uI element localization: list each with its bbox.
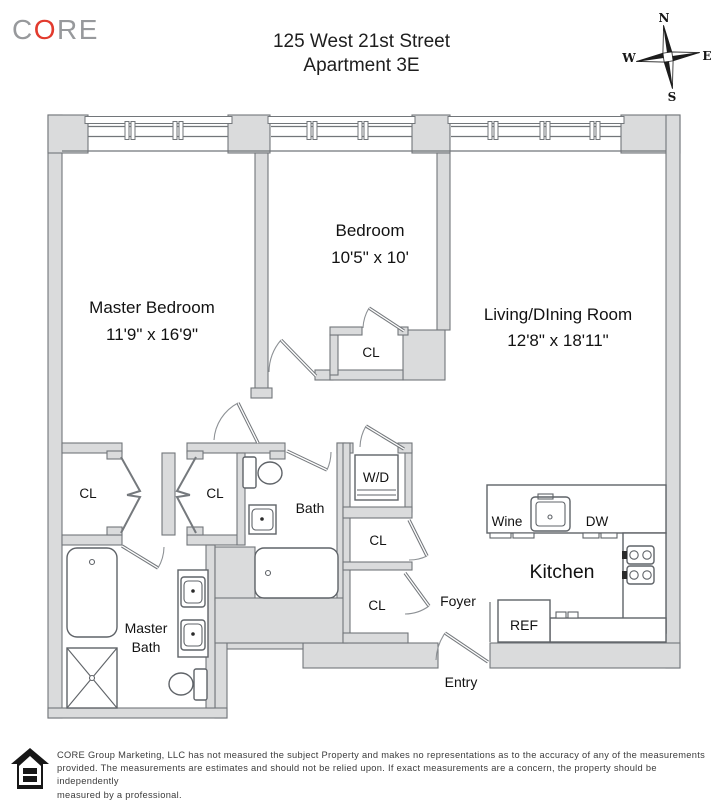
closet-label: CL (368, 598, 386, 613)
door-hall-closet-upper (407, 519, 429, 561)
sink-icon (248, 504, 277, 535)
stove-icon (622, 545, 655, 585)
master-bathtub-icon (66, 547, 118, 638)
window-mullion (487, 121, 601, 140)
compass-north-label: N (659, 11, 670, 25)
window-mullion (306, 121, 369, 140)
core-logo-letter-accent: O (33, 14, 58, 45)
room-labels: Master Bedroom 11'9" x 16'9" Bedroom 10'… (89, 221, 632, 690)
foyer-label: Foyer (440, 593, 476, 609)
appliance-labels: W/D Wine DW REF (363, 470, 609, 633)
living-dining-dims: 12'8" x 18'11" (507, 331, 608, 350)
closet-labels: CL CL CL CL CL (79, 345, 387, 613)
compass-south-label: S (668, 90, 677, 104)
closet-label: CL (369, 533, 387, 548)
door-bedroom-closet (362, 306, 405, 333)
wine-label: Wine (492, 514, 523, 529)
toilet-icon (242, 456, 283, 489)
refrigerator-icon (497, 599, 551, 643)
refrigerator-label: REF (510, 617, 538, 633)
living-dining-label: Living/DIning Room (484, 305, 632, 324)
window-mullion (124, 121, 184, 140)
disclaimer-line: measured by a professional. (57, 789, 182, 800)
address-line: 125 West 21st Street (272, 31, 451, 52)
door-washer-dryer (359, 424, 405, 451)
compass-east-label: E (702, 49, 711, 63)
disclaimer-text: CORE Group Marketing, LLC has not measur… (57, 749, 712, 800)
door-bath (286, 449, 332, 472)
bifold-doors-master-closets (120, 456, 197, 534)
master-bath-label-line2: Bath (132, 639, 161, 655)
disclaimer-line: CORE Group Marketing, LLC has not measur… (57, 750, 706, 760)
washer-dryer-icon (354, 454, 399, 501)
interior-walls (61, 152, 451, 709)
core-logo-letter: C (12, 14, 34, 45)
door-master-bath (121, 544, 165, 570)
master-bath-label-line1: Master (125, 620, 168, 636)
exterior-walls (47, 114, 681, 719)
dishwasher-label: DW (586, 514, 609, 529)
page-title: 125 West 21st Street Apartment 3E (0, 30, 723, 78)
master-bedroom-dims: 11'9" x 16'9" (106, 325, 198, 344)
double-vanity-icon (177, 569, 209, 658)
shower-icon (66, 647, 118, 709)
door-bedroom (268, 338, 318, 378)
apartment-line: Apartment 3E (303, 55, 420, 76)
door-hall-closet-lower (403, 572, 431, 615)
closet-label: CL (79, 486, 97, 501)
house-icon (11, 748, 49, 789)
entry-label: Entry (445, 674, 478, 690)
window-band (84, 116, 625, 140)
kitchen-label: Kitchen (529, 561, 594, 583)
closet-label: CL (206, 486, 224, 501)
master-bedroom-label: Master Bedroom (89, 298, 215, 317)
bathtub-icon (254, 547, 339, 599)
core-logo-letters: RE (57, 14, 99, 45)
master-toilet-icon (168, 668, 208, 701)
closet-label: CL (362, 345, 380, 360)
bath-label: Bath (296, 500, 325, 516)
compass-icon: N S W E (621, 11, 711, 104)
door-master-bedroom (213, 402, 260, 444)
disclaimer-line: provided. The measurements are estimates… (57, 763, 657, 787)
washer-dryer-label: W/D (363, 470, 389, 485)
door-entry (435, 631, 489, 664)
compass-west-label: W (621, 51, 636, 65)
bedroom-dims: 10'5" x 10' (331, 248, 409, 267)
bedroom-label: Bedroom (336, 221, 405, 240)
core-logo: CORE (12, 14, 99, 46)
kitchen-sink-icon (530, 493, 571, 532)
